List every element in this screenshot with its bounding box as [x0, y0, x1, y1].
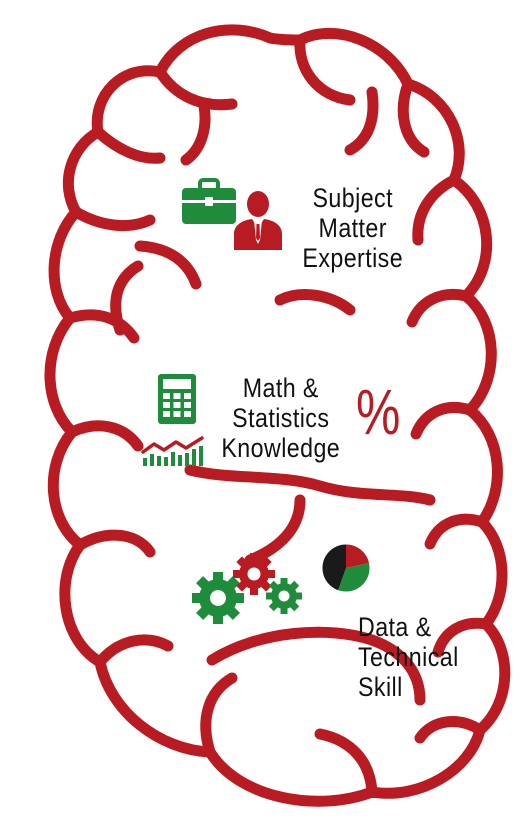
- subject-line-2: Matter: [318, 213, 387, 243]
- data-line-3: Skill: [358, 672, 403, 702]
- math-line-1: Math &: [242, 373, 319, 403]
- pie-chart-icon: [321, 543, 371, 593]
- data-line-1: Data &: [358, 612, 432, 642]
- subject-line-3: Expertise: [302, 243, 404, 273]
- data-technical-label: Data & Technical Skill: [358, 612, 459, 702]
- briefcase-icon: [182, 178, 236, 224]
- percent-icon: %: [356, 376, 401, 448]
- subject-matter-expertise-label: Subject Matter Expertise: [302, 183, 403, 273]
- data-line-2: Technical: [358, 642, 459, 672]
- calculator-icon: [158, 374, 196, 424]
- growth-chart-icon: [141, 436, 204, 466]
- math-statistics-label: Math & Statistics Knowledge: [218, 373, 344, 463]
- businessman-icon: [234, 191, 282, 250]
- math-line-3: Knowledge: [221, 433, 341, 463]
- subject-line-1: Subject: [312, 183, 393, 213]
- math-line-2: Statistics: [232, 403, 330, 433]
- gears-icon: [192, 553, 302, 624]
